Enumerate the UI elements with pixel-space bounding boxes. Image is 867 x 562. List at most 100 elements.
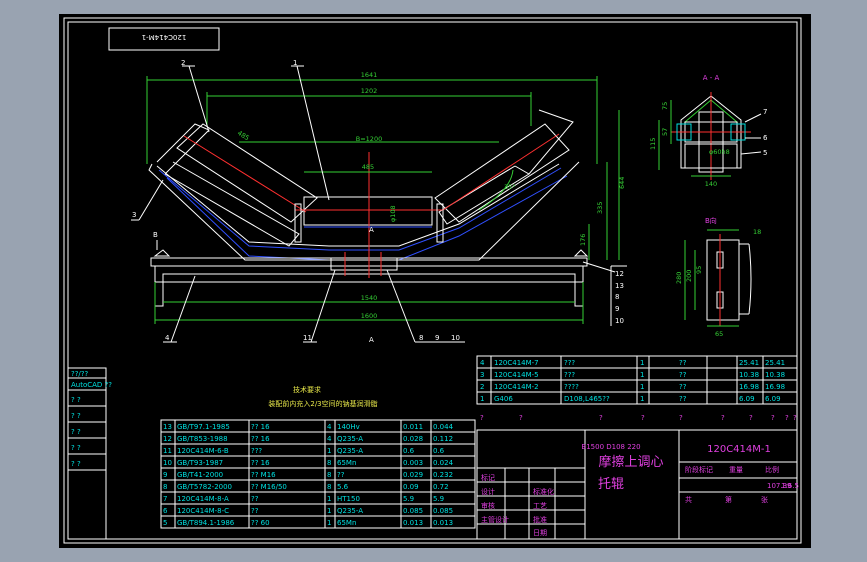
table-cell: ?? [679,371,687,379]
left-side-strip: ??/?? AutoCAD ?? ? ? ? ? ? ? ? ? ? ? [67,367,112,540]
table-cell: ?? 16 [251,459,270,467]
table-cell: 6.09 [739,395,755,403]
table-cell: 4 [327,435,332,443]
table-cell: 140Hv [337,423,360,431]
table-cell: G406 [494,395,513,403]
inner-frame [67,21,798,540]
table-cell: 0.232 [433,471,453,479]
table-cell: 65Mn [337,459,356,467]
table-cell: 11 [163,447,172,455]
svg-text:176: 176 [579,234,587,246]
table-cell: 6 [163,507,168,515]
table-cell: 1 [327,495,331,503]
parts-header-cell: ? [679,414,683,422]
front-dimensions: 1641 1202 B=1200 485 485 35° φ108 644 33… [146,71,626,324]
table-cell: 1 [640,371,644,379]
rotated-code-box [108,27,220,51]
table-cell: 1 [327,507,331,515]
title-block: B1500 D108 220 摩擦上调心 托辊 120C414M-1 107.3… [476,429,799,540]
svg-text:1641: 1641 [361,71,378,79]
table-cell: 8 [163,483,167,491]
svg-text:35°: 35° [504,183,516,191]
table-cell: ??? [251,447,262,455]
svg-text:重量: 重量 [729,466,743,474]
table-cell: 1 [640,359,644,367]
svg-text:B向: B向 [705,216,717,225]
table-cell: ??? [564,359,575,367]
drawing-title-line1: 摩擦上调心 [598,454,663,470]
svg-text:9: 9 [435,334,439,342]
drawing-canvas: 120C414M-1 [63,17,802,544]
svg-text:65: 65 [715,330,723,338]
svg-text:? ?: ? ? [71,412,81,420]
svg-text:2: 2 [181,59,185,67]
svg-text:批准: 批准 [533,515,547,524]
svg-text:18: 18 [753,228,761,236]
parts-header-cell: ? [749,414,753,422]
table-cell: 9 [163,471,167,479]
table-cell: HT150 [337,495,360,503]
svg-text:485: 485 [362,163,374,171]
svg-text:日期: 日期 [533,529,547,537]
table-cell: GB/T41-2000 [177,471,223,479]
svg-text:? ?: ? ? [71,444,81,452]
svg-text:6: 6 [763,134,768,142]
table-cell: 5.9 [433,495,444,503]
parts-header-cell: ? [771,414,775,422]
svg-text:? ?: ? ? [71,428,81,436]
svg-text:??/??: ??/?? [71,370,89,378]
svg-text:第: 第 [725,495,732,504]
parts-header-cell: ? [599,414,603,422]
table-cell: GB/T93-1987 [177,459,223,467]
tech-req-text: 装配前内充入2/3空间的钠基润滑脂 [268,399,377,408]
cad-drawing-viewport[interactable]: 120C414M-1 [59,14,811,548]
table-cell: 5.6 [337,483,349,491]
svg-text:A: A [369,336,374,344]
table-cell: ?? 16 [251,423,270,431]
svg-text:1600: 1600 [361,312,378,320]
table-cell: 0.085 [433,507,453,515]
table-cell: 1 [480,395,484,403]
parts-header-cell: ? [721,414,725,422]
table-cell: 0.013 [403,519,423,527]
table-cell: 0.011 [403,423,423,431]
table-cell: ?? [679,383,687,391]
table-cell: 0.044 [433,423,454,431]
svg-text:485: 485 [236,129,251,142]
table-cell: ???? [564,383,579,391]
table-cell: 0.6 [433,447,445,455]
svg-text:4: 4 [165,334,170,342]
parts-header-cell: ? [480,414,484,422]
svg-text:1202: 1202 [361,87,378,95]
table-cell: 0.028 [403,435,423,443]
balloon-leaders: 2 1 3 4 11 8 9 10 12 13 8 9 10 B A A [131,59,627,344]
svg-text:10: 10 [451,334,460,342]
table-cell: 120C414M-6-B [177,447,229,455]
table-cell: GB/T97.1-1985 [177,423,230,431]
svg-text:1: 1 [293,59,297,67]
table-cell: 120C414M-7 [494,359,539,367]
svg-text:B=1200: B=1200 [356,135,382,143]
table-cell: 1 [640,395,644,403]
company-label: B1500 D108 220 [581,443,640,451]
drawing-number: 120C414M-1 [707,444,771,455]
section-b: B向 18 280 200 95 65 [675,216,761,338]
outer-frame [63,17,802,544]
table-cell: ?? [251,507,259,515]
svg-text:φ60h8: φ60h8 [709,148,730,156]
table-cell: D108,L465?? [564,395,610,403]
svg-text:标记: 标记 [481,473,495,482]
